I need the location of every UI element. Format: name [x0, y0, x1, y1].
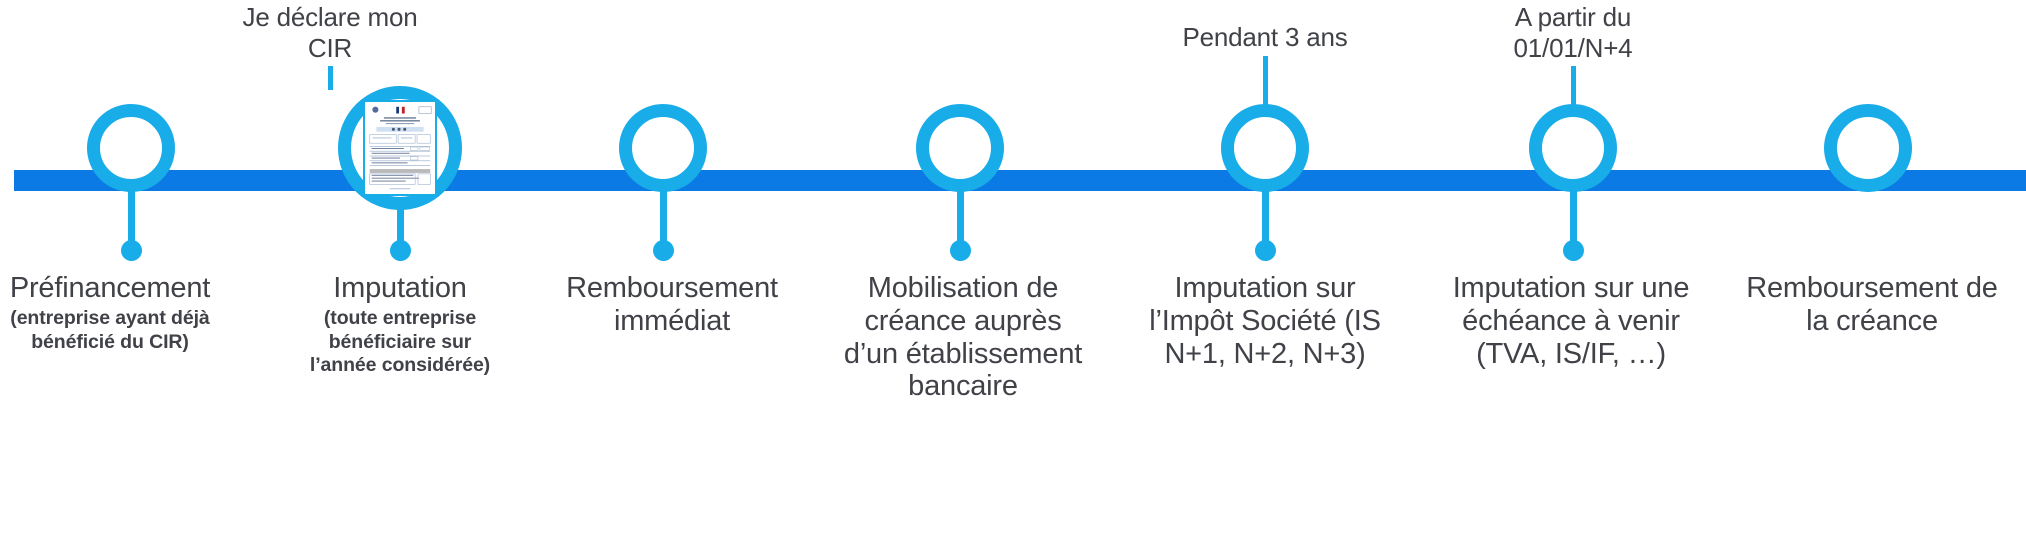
step-title-7: Remboursement de la créance: [1746, 272, 1998, 337]
stem-down-node-2: [396, 206, 404, 256]
step-title-4: Mobilisation de créance auprès d’un étab…: [843, 272, 1083, 403]
cerfa-document-icon: [363, 100, 437, 196]
step-label-4: Mobilisation de créance auprès d’un étab…: [834, 272, 1092, 403]
step-title-6: Imputation sur une échéance à venir (TVA…: [1452, 272, 1690, 370]
timeline-node-4[interactable]: [916, 104, 1004, 192]
step-label-3: Remboursement immédiat: [537, 272, 807, 338]
top-label-a-partir-du: A partir du 01/01/N+4: [1423, 2, 1723, 64]
top-label-declare-cir: Je déclare mon CIR: [180, 2, 480, 64]
top-label-line2: 01/01/N+4: [1513, 33, 1633, 64]
stem-down-node-1: [127, 190, 135, 256]
step-title-5: Imputation sur l’Impôt Société (IS N+1, …: [1149, 272, 1381, 370]
stem-dot-node-6: [1562, 240, 1584, 261]
stem-up-node-6: [1570, 66, 1576, 108]
top-label-line1: Pendant 3 ans: [1182, 22, 1348, 52]
top-label-line2: CIR: [307, 33, 353, 64]
stem-down-node-4: [956, 190, 964, 256]
timeline-node-2[interactable]: [338, 86, 462, 210]
step-title-2: Imputation: [333, 272, 467, 304]
timeline-node-6[interactable]: [1529, 104, 1617, 192]
step-subtitle-line: (entreprise ayant déjà: [10, 306, 210, 329]
step-subtitle-line: bénéficiaire sur: [328, 330, 472, 353]
timeline-node-5[interactable]: [1221, 104, 1309, 192]
stem-down-node-3: [659, 190, 667, 256]
stem-dot-node-1: [120, 240, 142, 261]
stem-dot-node-5: [1254, 240, 1276, 261]
timeline-node-3[interactable]: [619, 104, 707, 192]
step-subtitle-line: (toute entreprise: [323, 306, 477, 329]
step-label-7: Remboursement de la créance: [1737, 272, 2007, 338]
stem-up-node-5: [1262, 56, 1268, 108]
step-title-1: Préfinancement: [9, 272, 211, 304]
stem-dot-node-3: [652, 240, 674, 261]
stem-down-node-6: [1569, 190, 1577, 256]
timeline-node-1[interactable]: [87, 104, 175, 192]
timeline-node-7[interactable]: [1824, 104, 1912, 192]
step-label-5: Imputation sur l’Impôt Société (IS N+1, …: [1145, 272, 1385, 370]
top-label-line1: Je déclare mon: [242, 2, 418, 32]
stem-dot-node-4: [949, 240, 971, 261]
timeline-bar: [14, 170, 2026, 191]
step-label-2: Imputation (toute entreprise bénéficiair…: [250, 272, 550, 378]
step-label-6: Imputation sur une échéance à venir (TVA…: [1447, 272, 1695, 370]
step-label-1: Préfinancement (entreprise ayant déjà bé…: [0, 272, 260, 354]
step-subtitle-2: (toute entreprise bénéficiaire sur l’ann…: [250, 307, 550, 378]
stem-down-node-5: [1261, 190, 1269, 256]
stem-dot-node-2: [389, 240, 411, 261]
top-label-pendant-3-ans: Pendant 3 ans: [1115, 22, 1415, 53]
step-subtitle-1: (entreprise ayant déjà bénéficié du CIR): [0, 307, 260, 355]
step-subtitle-line: l’année considérée): [309, 354, 491, 377]
step-subtitle-line: bénéficié du CIR): [31, 330, 189, 353]
top-label-line1: A partir du: [1514, 2, 1632, 32]
stem-up-node-2: [327, 66, 333, 90]
step-title-3: Remboursement immédiat: [566, 272, 778, 337]
